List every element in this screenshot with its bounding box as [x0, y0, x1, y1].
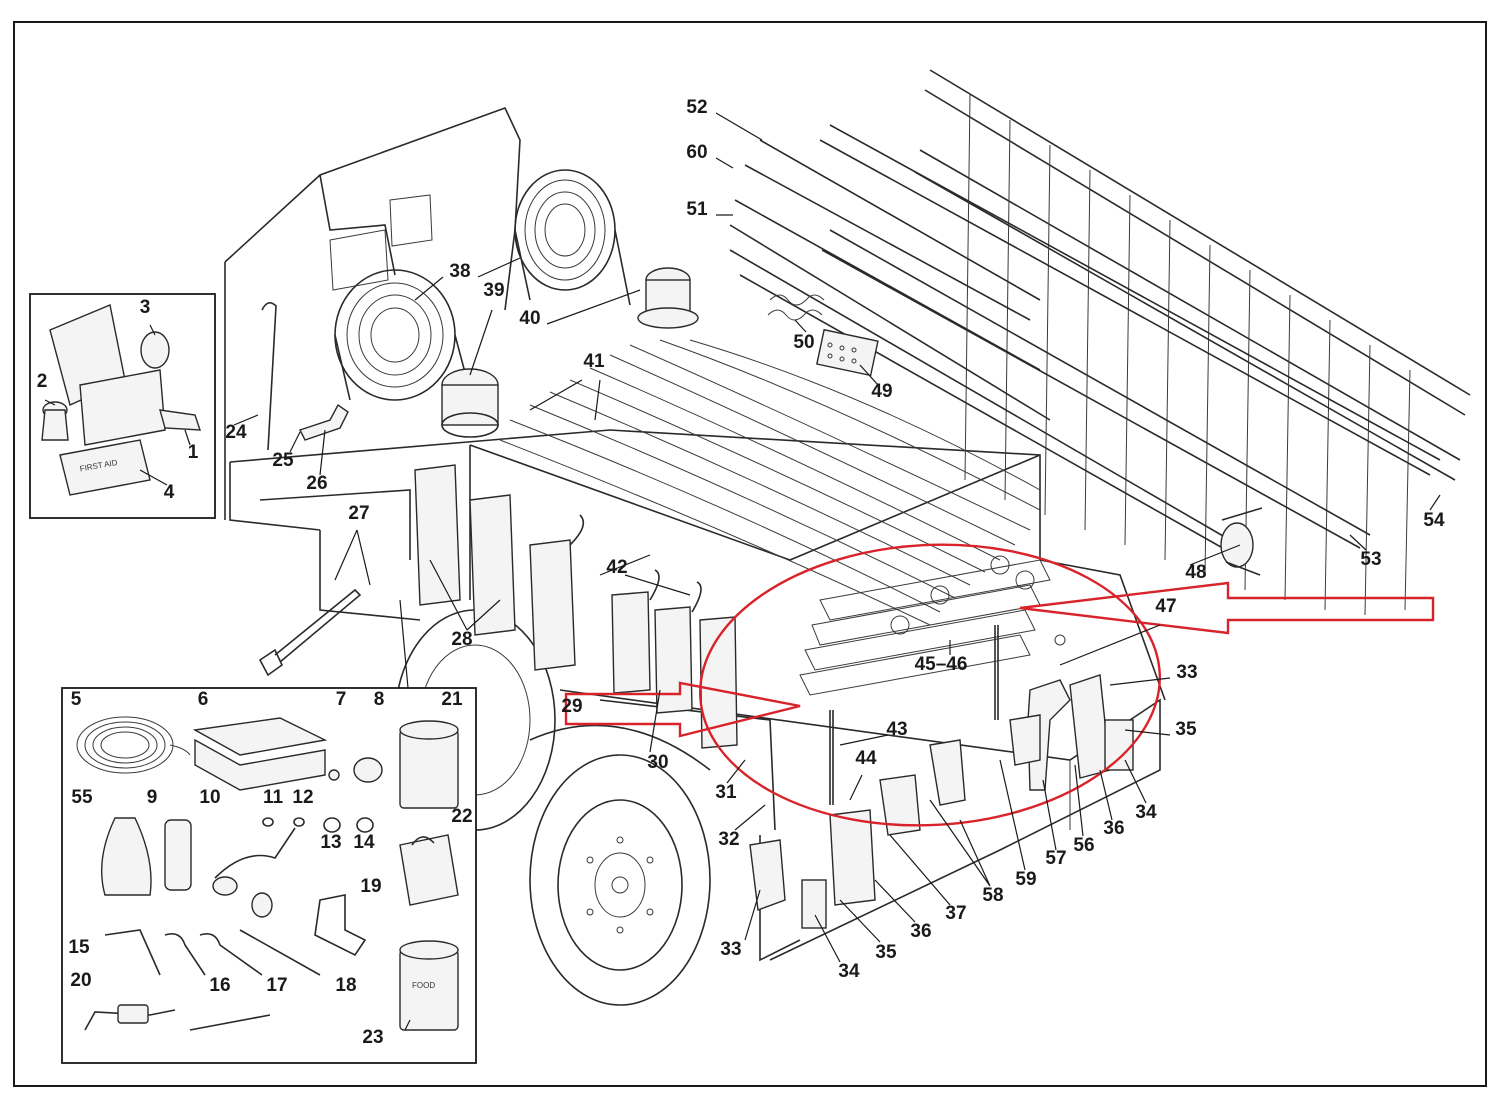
callout-c47: 47	[1155, 596, 1176, 617]
siren	[441, 368, 499, 438]
callout-c16: 16	[209, 975, 230, 996]
callout-c5: 5	[71, 689, 82, 710]
callout-c53: 53	[1360, 549, 1381, 570]
callout-c17: 17	[266, 975, 287, 996]
callout-c55: 55	[71, 787, 93, 808]
callout-c8: 8	[374, 689, 385, 710]
crowbar	[261, 302, 277, 451]
callout-c44: 44	[855, 748, 877, 769]
callout-c35b: 35	[875, 942, 897, 963]
inset-box-first-aid: FIRST AID	[29, 293, 216, 519]
callout-c28: 28	[451, 629, 472, 650]
callout-c33b: 33	[720, 939, 741, 960]
callout-c14: 14	[353, 832, 375, 853]
callout-c38: 38	[449, 261, 470, 282]
callout-c13: 13	[320, 832, 341, 853]
callout-c11: 11	[263, 787, 284, 808]
callout-c45-46: 45–46	[915, 654, 968, 675]
callout-c50: 50	[793, 332, 814, 353]
callout-c23: 23	[362, 1027, 383, 1048]
leader-lines	[44, 112, 1441, 1031]
nozzle-fitting	[299, 403, 349, 441]
callout-c49: 49	[871, 381, 892, 402]
beacon-light	[637, 267, 699, 329]
callout-c33a: 33	[1176, 662, 1197, 683]
callout-c58: 58	[982, 885, 1003, 906]
callout-c12: 12	[292, 787, 313, 808]
callout-c24: 24	[225, 422, 247, 443]
callout-c6: 6	[198, 689, 209, 710]
callout-c25: 25	[272, 450, 294, 471]
callout-c1: 1	[188, 442, 199, 463]
shovel	[258, 588, 362, 677]
ladder-long	[914, 69, 1471, 481]
ladder-short	[819, 124, 1441, 549]
callout-c52: 52	[686, 97, 707, 118]
extinguishers	[414, 464, 738, 749]
inset-box-tools: FOOD	[61, 687, 477, 1064]
callout-c39: 39	[483, 280, 504, 301]
red-annotation-arrow-right	[1019, 581, 1435, 635]
food-can-label: FOOD	[412, 981, 435, 990]
callout-c4: 4	[164, 482, 175, 503]
callout-c59: 59	[1015, 869, 1036, 890]
callout-c27: 27	[348, 503, 369, 524]
fittings-cluster	[749, 625, 1134, 929]
callout-c20: 20	[70, 970, 91, 991]
callout-c54: 54	[1423, 510, 1445, 531]
callout-c51: 51	[686, 199, 708, 220]
hose-reel-rear	[514, 169, 631, 306]
callout-c37: 37	[945, 903, 966, 924]
callout-c15: 15	[68, 937, 90, 958]
callout-c60: 60	[686, 142, 707, 163]
callout-c42: 42	[606, 557, 627, 578]
red-annotation-ellipse	[698, 543, 1162, 827]
callout-c57: 57	[1045, 848, 1066, 869]
spring	[767, 294, 825, 321]
callout-c9: 9	[147, 787, 158, 808]
callout-c10: 10	[199, 787, 220, 808]
callout-c48: 48	[1185, 562, 1206, 583]
callout-c31: 31	[715, 782, 737, 803]
callout-c2: 2	[37, 371, 48, 392]
hose-bed-hoses	[499, 339, 1041, 626]
callout-c22: 22	[451, 806, 472, 827]
callout-c18: 18	[335, 975, 356, 996]
pike-poles	[729, 139, 1236, 556]
suction-hose	[1220, 507, 1263, 576]
strainer	[816, 328, 879, 377]
red-annotation-arrow-left	[564, 681, 801, 738]
callout-c26: 26	[306, 473, 327, 494]
callout-c7: 7	[336, 689, 347, 710]
callout-c43: 43	[886, 719, 907, 740]
callout-c40: 40	[519, 308, 540, 329]
callout-c3: 3	[140, 297, 151, 318]
callout-c21: 21	[441, 689, 463, 710]
callout-c32: 32	[718, 829, 739, 850]
callout-c29: 29	[561, 696, 582, 717]
callout-c41: 41	[583, 351, 605, 372]
callout-c34b: 34	[838, 961, 860, 982]
callout-c56: 56	[1073, 835, 1094, 856]
callout-c19: 19	[360, 876, 381, 897]
callout-c36a: 36	[1103, 818, 1124, 839]
callout-c34a: 34	[1135, 802, 1157, 823]
callout-c36b: 36	[910, 921, 931, 942]
callout-c35a: 35	[1175, 719, 1197, 740]
callout-c30: 30	[647, 752, 668, 773]
ladder-rungs	[964, 94, 1411, 616]
page-border	[13, 21, 1487, 1087]
